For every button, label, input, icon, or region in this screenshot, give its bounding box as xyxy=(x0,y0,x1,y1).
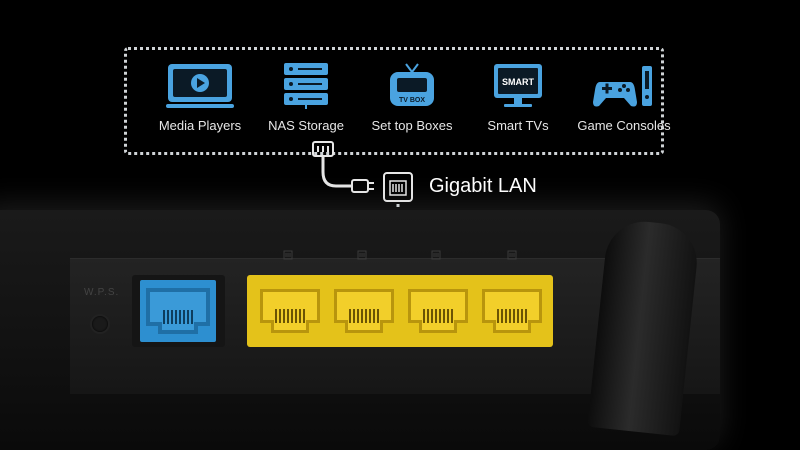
lan-port-1 xyxy=(257,285,323,337)
device-label: Set top Boxes xyxy=(371,118,453,133)
gigabit-lan-illustration: Media Players NAS Storage xyxy=(0,47,720,450)
device-set-top-boxes: TV BOX Set top Boxes xyxy=(360,62,464,133)
device-label: NAS Storage xyxy=(268,118,344,133)
lan-port-4 xyxy=(479,285,545,337)
device-game-consoles: Game Consoles xyxy=(572,62,676,133)
device-smart-tvs: SMART Smart TVs xyxy=(466,62,570,133)
port-marker xyxy=(357,247,367,260)
media-player-icon xyxy=(166,64,234,108)
device-label: Media Players xyxy=(158,118,242,133)
smart-tv-icon: SMART xyxy=(494,64,542,107)
device-media-players: Media Players xyxy=(148,62,252,133)
game-console-icon xyxy=(593,66,652,107)
gigabit-lan-label: Gigabit LAN xyxy=(429,175,537,197)
device-label: Smart TVs xyxy=(487,118,549,133)
smart-tv-badge: SMART xyxy=(502,77,534,87)
tv-box-icon: TV BOX xyxy=(390,63,434,106)
port-marker xyxy=(283,247,293,260)
wan-port xyxy=(140,280,216,342)
device-group: Media Players NAS Storage xyxy=(124,47,671,155)
wps-label: W.P.S. xyxy=(84,287,120,298)
device-nas-storage: NAS Storage xyxy=(254,62,358,133)
port-marker xyxy=(431,247,441,260)
tv-box-badge: TV BOX xyxy=(399,97,425,104)
device-label: Game Consoles xyxy=(577,118,671,133)
ethernet-cable-icon xyxy=(312,141,374,193)
lan-port-2 xyxy=(331,285,397,337)
port-marker xyxy=(507,247,517,260)
wps-button[interactable] xyxy=(92,316,108,332)
nas-storage-icon xyxy=(284,63,328,109)
lan-port-icon xyxy=(383,172,413,202)
lan-port-3 xyxy=(405,285,471,337)
